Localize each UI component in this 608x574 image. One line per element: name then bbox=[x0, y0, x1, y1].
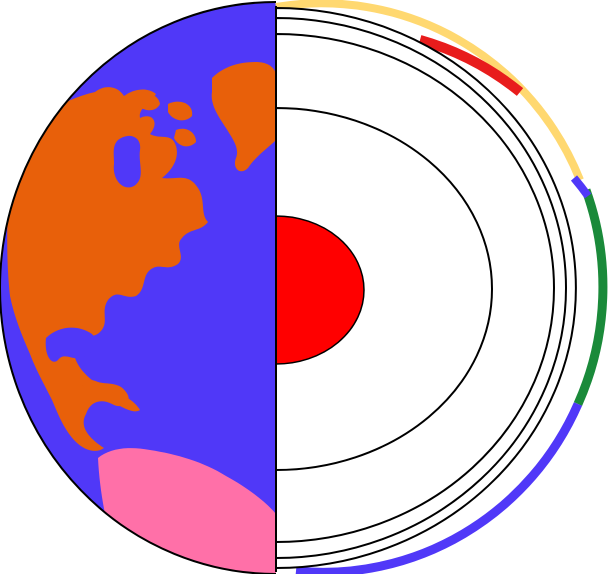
rim-segment-green bbox=[578, 190, 603, 404]
hudson-bay bbox=[114, 136, 141, 188]
rim-segment-blue-top bbox=[574, 178, 588, 196]
